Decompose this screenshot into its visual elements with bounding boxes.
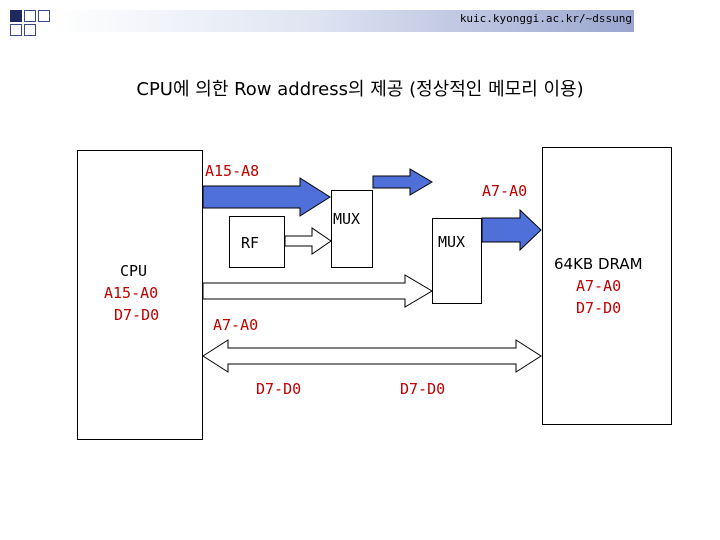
header-url: kuic.kyonggi.ac.kr/~dssung (459, 12, 632, 25)
low-address-label: A7-A0 (213, 316, 259, 334)
low-address-arrow (202, 274, 433, 308)
mux1-to-mux2-bus-arrow (372, 168, 433, 196)
rf-label: RF (241, 234, 260, 252)
header-square-4 (24, 24, 36, 36)
rf-to-mux-arrow (284, 227, 332, 255)
header-square-2 (24, 10, 36, 22)
header-gradient-bar (54, 10, 634, 32)
header-square-3 (10, 24, 22, 36)
data-label-left: D7-D0 (256, 380, 302, 398)
dram-name: 64KB DRAM (554, 255, 643, 273)
mux2-box (432, 218, 482, 304)
cpu-data: D7-D0 (114, 306, 160, 324)
dram-address: A7-A0 (576, 277, 622, 295)
data-bus-arrow (202, 339, 542, 373)
cpu-box (77, 150, 203, 440)
dram-address-bus-label: A7-A0 (482, 182, 528, 200)
dram-box (542, 147, 672, 425)
mux1-box (331, 190, 373, 268)
mux2-label: MUX (438, 233, 466, 251)
mux1-label: MUX (333, 210, 361, 228)
data-label-right: D7-D0 (400, 380, 446, 398)
cpu-address: A15-A0 (104, 284, 159, 302)
rf-box (229, 216, 285, 268)
high-address-label: A15-A8 (205, 162, 260, 180)
dram-address-bus-arrow (481, 208, 542, 252)
header-square-5 (38, 10, 50, 22)
cpu-name: CPU (120, 262, 148, 280)
dram-data: D7-D0 (576, 299, 622, 317)
header-square-1 (10, 10, 22, 22)
high-address-bus-arrow (202, 177, 331, 217)
slide-title: CPU에 의한 Row address의 제공 (정상적인 메모리 이용) (136, 79, 584, 100)
